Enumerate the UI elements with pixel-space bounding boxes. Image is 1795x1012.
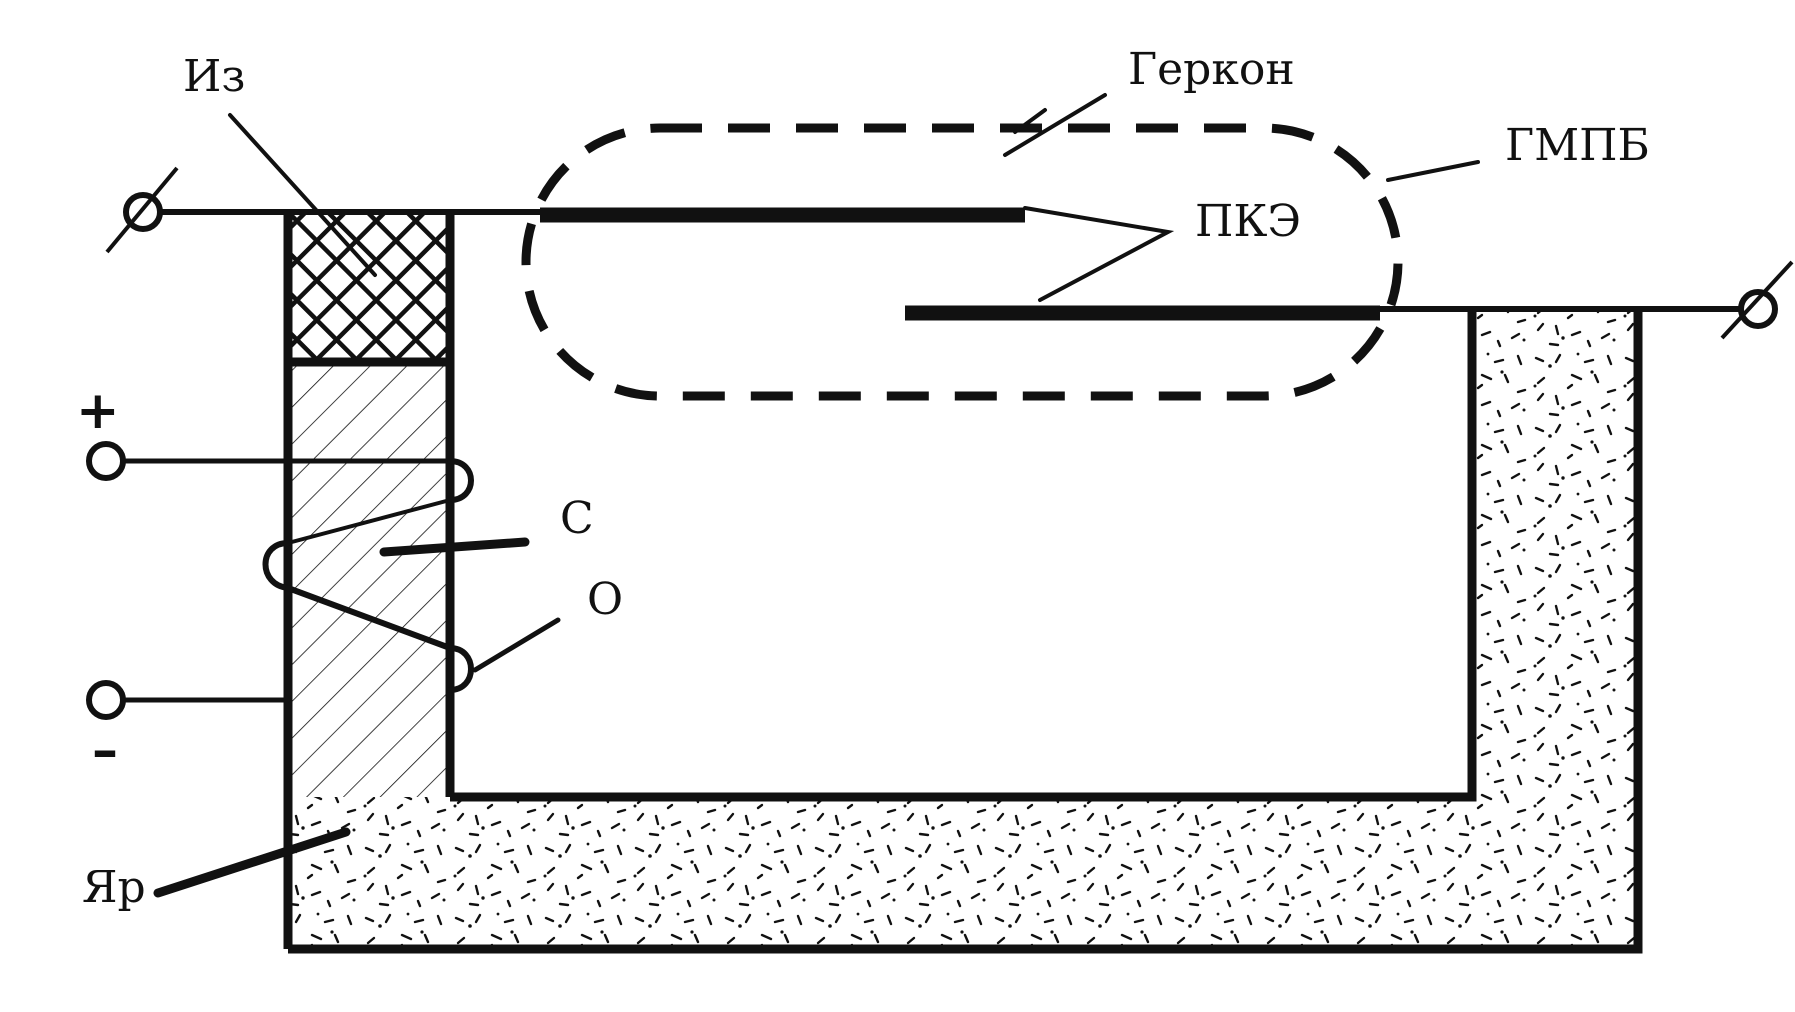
label-minus: – <box>92 721 118 781</box>
insulator <box>288 212 450 362</box>
label-core: С <box>560 493 594 544</box>
label-contacts: ПКЭ <box>1195 196 1302 247</box>
leader-winding <box>472 617 561 673</box>
leader-lines <box>153 93 1480 898</box>
label-yoke: Яр <box>82 862 146 913</box>
leader-bulb <box>1386 160 1480 182</box>
label-reed-switch: Геркон <box>1128 44 1295 95</box>
leader-insulator <box>228 113 377 277</box>
leader-contacts <box>1023 206 1175 302</box>
terminal-right <box>1380 260 1794 340</box>
label-sealed-bulb: ГМПБ <box>1505 120 1650 171</box>
label-winding: О <box>587 574 624 625</box>
reed-contacts <box>540 207 1380 321</box>
terminal-top-left <box>105 166 540 254</box>
yoke-fill <box>288 309 1638 949</box>
core <box>288 362 450 797</box>
label-plus: + <box>76 381 120 441</box>
core-outline <box>283 212 455 949</box>
label-insulator: Из <box>183 51 246 102</box>
coil-winding <box>86 441 474 720</box>
leader-reed-switch <box>1003 93 1107 157</box>
leader-core <box>379 537 530 557</box>
leader-reed-switch-b <box>1013 108 1047 134</box>
leader-yoke <box>153 827 351 898</box>
sealed-bulb <box>521 123 1403 401</box>
